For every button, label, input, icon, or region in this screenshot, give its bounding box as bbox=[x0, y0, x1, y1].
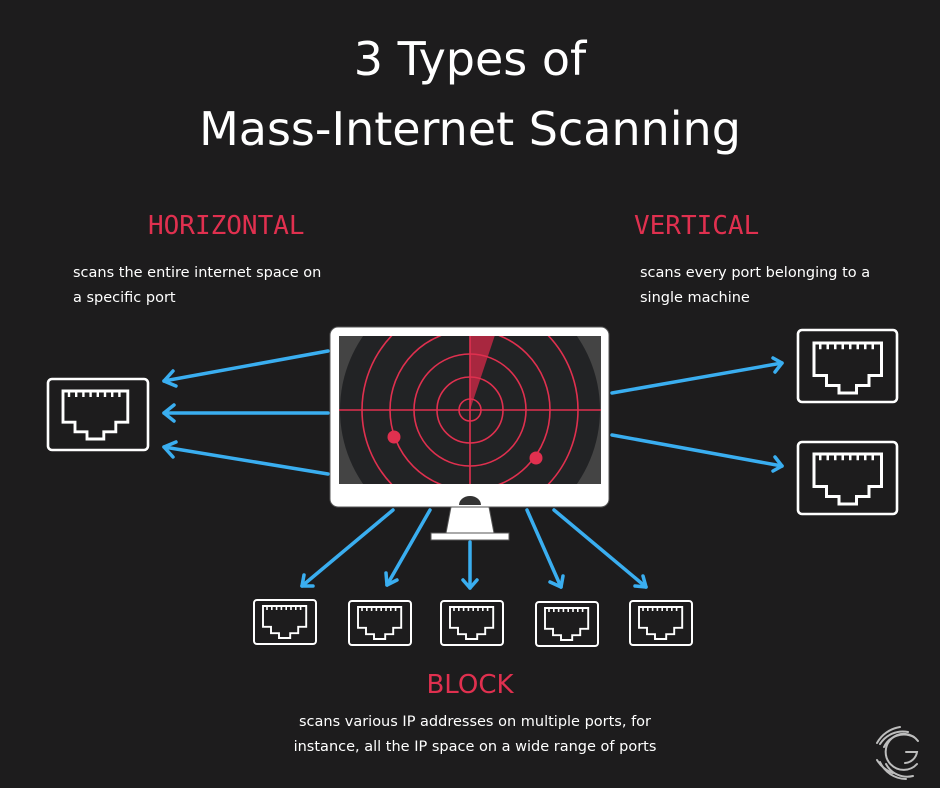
title-line-2: Mass-Internet Scanning bbox=[199, 102, 741, 156]
block-arrow-5 bbox=[552, 508, 648, 589]
block-port-4 bbox=[535, 601, 599, 647]
block-description-line-1: scans various IP addresses on multiple p… bbox=[298, 714, 652, 730]
ethernet-port-icon bbox=[812, 341, 883, 395]
horizontal-description: scans the entire internet space on a spe… bbox=[73, 261, 321, 311]
ethernet-port-icon bbox=[357, 606, 403, 640]
arrows bbox=[162, 349, 784, 590]
radar-display bbox=[339, 336, 601, 484]
block-port-5 bbox=[629, 600, 693, 646]
vertical-description-line-2: single machine bbox=[640, 290, 750, 306]
block-description: scans various IP addresses on multiple p… bbox=[0, 710, 940, 760]
block-arrow-3 bbox=[461, 540, 479, 590]
ethernet-port-icon bbox=[544, 607, 590, 641]
title-line-1: 3 Types of bbox=[353, 32, 587, 86]
vertical-port-1 bbox=[796, 328, 899, 404]
horizontal-arrow-1 bbox=[162, 349, 330, 388]
radar-blip-1 bbox=[387, 430, 401, 444]
vertical-arrow-2 bbox=[610, 433, 784, 473]
vertical-description: scans every port belonging to a single m… bbox=[640, 261, 870, 311]
block-port-1 bbox=[253, 599, 317, 645]
greynoise-g-logo bbox=[876, 726, 919, 780]
vertical-port-2 bbox=[796, 440, 899, 516]
block-description-line-2: instance, all the IP space on a wide ran… bbox=[293, 739, 657, 755]
vertical-description-line-1: scans every port belonging to a bbox=[640, 265, 871, 281]
radar-blip-2 bbox=[529, 451, 543, 465]
ethernet-port-icon bbox=[449, 606, 495, 640]
monitor-logo-mark bbox=[459, 496, 481, 505]
ethernet-port-icon bbox=[262, 605, 308, 639]
horizontal-description-line-2: a specific port bbox=[73, 290, 176, 306]
block-arrow-4 bbox=[525, 508, 565, 589]
horizontal-port bbox=[46, 377, 150, 452]
radar-rings bbox=[339, 336, 601, 484]
ethernet-port-icon bbox=[638, 606, 684, 640]
vertical-arrow-1 bbox=[610, 356, 784, 395]
horizontal-arrow-2 bbox=[162, 403, 330, 423]
ethernet-port-icon bbox=[812, 452, 883, 506]
block-heading: BLOCK bbox=[426, 670, 514, 700]
monitor-base bbox=[430, 532, 510, 541]
vertical-heading: VERTICAL bbox=[634, 211, 760, 241]
block-port-3 bbox=[440, 600, 504, 646]
horizontal-heading: HORIZONTAL bbox=[148, 211, 305, 241]
block-arrow-2 bbox=[384, 508, 432, 587]
monitor-stand bbox=[445, 506, 495, 534]
monitor-radar-icon bbox=[329, 326, 610, 541]
horizontal-description-line-1: scans the entire internet space on bbox=[73, 265, 322, 281]
ethernet-port-icon bbox=[61, 389, 130, 441]
block-arrow-1 bbox=[300, 508, 395, 588]
horizontal-arrow-3 bbox=[162, 440, 330, 476]
block-port-2 bbox=[348, 600, 412, 646]
